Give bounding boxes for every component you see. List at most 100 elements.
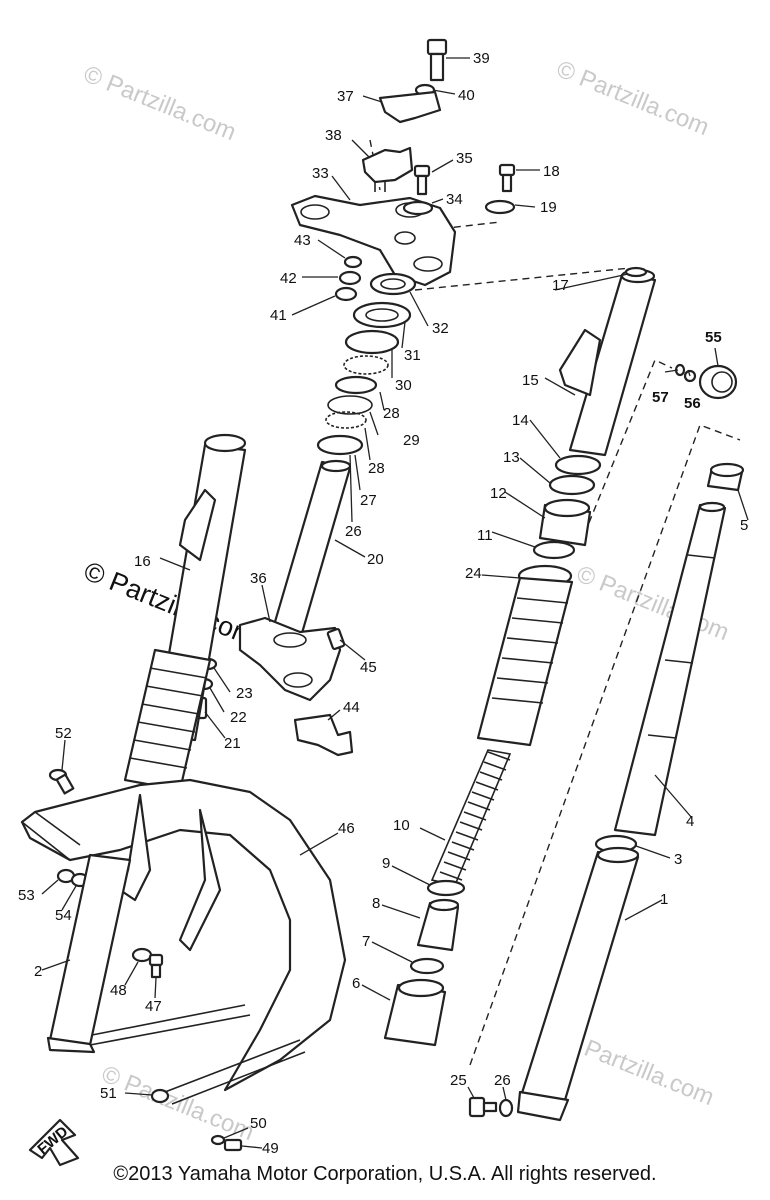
inner-tube-4 [613, 503, 727, 837]
washer-49 [131, 947, 153, 963]
callout-38: 37 [337, 88, 354, 105]
steering-lock-45 [293, 713, 354, 757]
callout-31: 30 [395, 377, 412, 394]
fwd-arrow: FWD [28, 1118, 80, 1167]
nut-42 [334, 286, 358, 302]
callout-8: 8 [372, 895, 380, 912]
washer-43 [338, 270, 362, 286]
callout-20: 20 [367, 551, 384, 568]
callout-3: 3 [674, 851, 682, 868]
callout-28: 28 [383, 405, 400, 422]
washer-19 [484, 199, 516, 215]
callout-22: 22 [230, 709, 247, 726]
watermark: © Partzilla.com [553, 56, 713, 142]
handle-holder-upper-38 [378, 90, 442, 124]
callout-numbers: 39 40 37 38 35 18 33 34 19 43 42 41 17 3… [18, 50, 748, 1157]
leader-lines [41, 57, 749, 1149]
callout-58: 57 [652, 389, 669, 406]
bolt-50 [223, 1138, 243, 1152]
callout-42: 41 [270, 307, 287, 324]
seat-9 [426, 879, 466, 897]
washer-51 [210, 1134, 226, 1146]
callout-40: 39 [473, 50, 490, 67]
callout-21: 21 [224, 735, 241, 752]
callout-17: 17 [552, 277, 569, 294]
callout-1: 1 [660, 891, 668, 908]
race-28-upper [334, 375, 378, 395]
bolt-48 [148, 953, 164, 979]
callout-23: 23 [236, 685, 253, 702]
callout-43: 42 [280, 270, 297, 287]
callout-45: 44 [343, 699, 360, 716]
ring-7 [409, 957, 445, 975]
callout-25: 25 [450, 1072, 467, 1089]
callout-48: 47 [145, 998, 162, 1015]
bolt-25 [468, 1096, 498, 1118]
callout-19: 19 [540, 199, 557, 216]
watermark: © Partzilla.com [80, 61, 240, 147]
callout-14: 14 [512, 412, 529, 429]
callout-2: 2 [34, 963, 42, 980]
callout-32: 31 [404, 347, 421, 364]
steering-stem-20 [270, 460, 352, 642]
callout-18: 18 [543, 163, 560, 180]
fork-boot-24 [476, 564, 574, 747]
callout-15: 15 [522, 372, 539, 389]
under-bracket-37 [238, 616, 342, 702]
callout-44: 43 [294, 232, 311, 249]
callout-11: 11 [477, 527, 493, 544]
callout-26: 26 [494, 1072, 511, 1089]
callout-55: 54 [55, 907, 72, 924]
washer-13 [548, 474, 596, 496]
bolt-46 [326, 627, 346, 651]
cap-56 [698, 364, 738, 400]
callout-9: 9 [382, 855, 390, 872]
callout-56: 55 [705, 329, 722, 346]
washer-35 [402, 200, 434, 216]
callout-52: 51 [100, 1085, 117, 1102]
callout-46: 45 [360, 659, 377, 676]
callout-47: 46 [338, 820, 355, 837]
callout-7: 7 [362, 933, 370, 950]
callout-30: 29 [403, 432, 420, 449]
callout-34: 33 [312, 165, 329, 182]
callout-37: 36 [250, 570, 267, 587]
washer-44 [343, 255, 363, 269]
bolt-18 [498, 163, 516, 193]
fork-spring-10 [430, 749, 512, 886]
callout-49: 48 [110, 982, 127, 999]
ring-nut-33 [369, 272, 417, 296]
callout-50: 49 [262, 1140, 279, 1157]
callout-53: 52 [55, 725, 72, 742]
callout-35: 34 [446, 191, 463, 208]
callout-4: 4 [686, 813, 694, 830]
bolt-40 [426, 38, 448, 82]
callout-36: 35 [456, 150, 473, 167]
bolt-53 [48, 768, 75, 795]
callout-39: 38 [325, 127, 342, 144]
callout-54: 53 [18, 887, 35, 904]
watermark-main: © Partzilla.com [80, 556, 260, 652]
race-31 [344, 329, 400, 355]
callout-13: 13 [503, 449, 520, 466]
handle-holder-lower-39 [361, 146, 414, 184]
callout-28b: 27 [360, 492, 377, 509]
callout-12: 12 [490, 485, 507, 502]
bolt-52 [150, 1088, 170, 1104]
outer-tube-2 [48, 853, 132, 1047]
cover-32 [352, 301, 412, 329]
callout-33: 32 [432, 320, 449, 337]
callout-6: 6 [352, 975, 360, 992]
callout-5: 5 [740, 517, 748, 534]
seal-14 [554, 454, 602, 476]
clip-11 [532, 540, 576, 560]
steering-bearings [316, 272, 417, 456]
washer-26 [498, 1098, 514, 1118]
callout-24: 24 [465, 565, 482, 582]
left-fork-boot [123, 648, 212, 792]
callout-41: 40 [458, 87, 475, 104]
callout-16: 16 [134, 553, 151, 570]
bolt-36 [413, 164, 431, 196]
callout-27: 26 [345, 523, 362, 540]
